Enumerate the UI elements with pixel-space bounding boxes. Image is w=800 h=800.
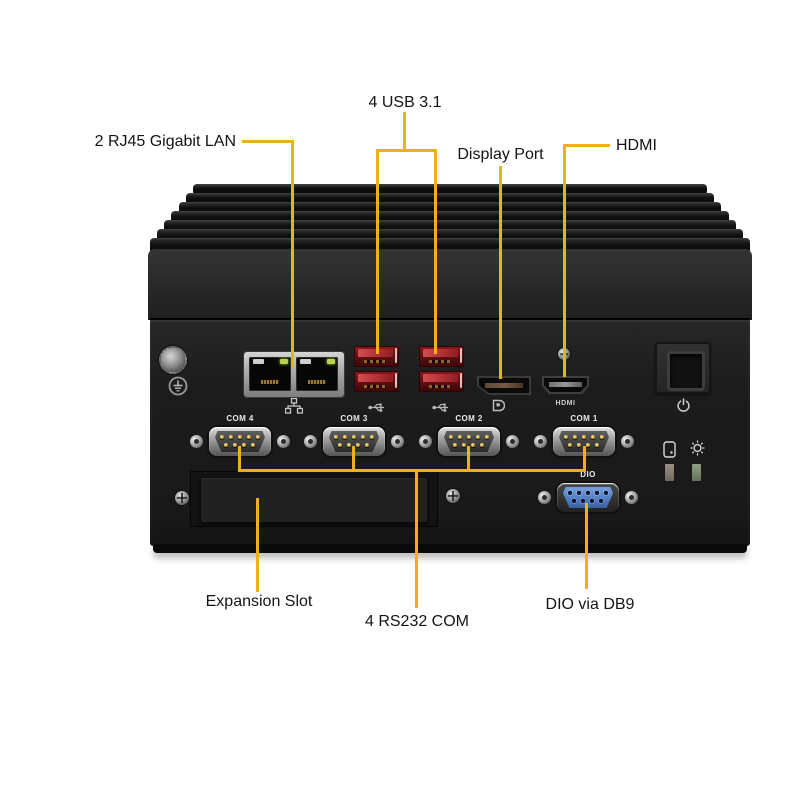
expansion-slot [190, 471, 438, 527]
callout-line-com [415, 469, 418, 608]
usb-port-1 [354, 346, 399, 367]
db9-screw [538, 491, 551, 504]
db9-screw [419, 435, 432, 448]
callout-line-hdmi [563, 144, 610, 147]
callout-line-usb [376, 149, 437, 152]
rj45-tab [253, 359, 264, 364]
callout-line-com [238, 469, 586, 472]
rj45-lan-ports [244, 352, 344, 397]
usb-tongue [423, 374, 458, 382]
db9-pins [220, 435, 260, 447]
rj45-port-2 [296, 357, 338, 391]
com-port-label: COM 1 [570, 414, 598, 423]
usb-tongue [358, 349, 393, 357]
db9-screw [621, 435, 634, 448]
callout-line-dp [499, 166, 502, 379]
rj45-pins [308, 380, 326, 384]
power-icon [676, 398, 691, 418]
hdmi-contacts [549, 382, 582, 387]
usb-highlight [460, 348, 462, 363]
ground-icon [168, 376, 188, 401]
db9-holes [568, 491, 608, 503]
usb-contacts [364, 360, 386, 363]
callout-line-com [238, 446, 241, 472]
usb-highlight [395, 348, 397, 363]
db9-screw [625, 491, 638, 504]
db9-pins [449, 435, 489, 447]
db9-screw [277, 435, 290, 448]
callout-line-expansion [256, 498, 259, 592]
rj45-port-1 [249, 357, 291, 391]
chassis-base [153, 544, 747, 553]
callout-line-lan [291, 140, 294, 368]
db9-screw [391, 435, 404, 448]
usb-icon [368, 400, 387, 418]
db9-screw [534, 435, 547, 448]
usb-port-4 [419, 371, 464, 392]
db9-screw [304, 435, 317, 448]
rj45-led [280, 359, 288, 364]
grounding-screw [159, 346, 187, 374]
com-port-3: COM 3 [294, 414, 414, 460]
db9-screw [190, 435, 203, 448]
usb-port-2 [354, 371, 399, 392]
usb-contacts [429, 385, 451, 388]
callout-line-hdmi [563, 144, 566, 377]
callout-line-com [583, 446, 586, 472]
callout-label-com: 4 RS232 COM [364, 613, 470, 630]
com-port-label: COM 2 [455, 414, 483, 423]
displayport-icon [492, 399, 506, 417]
db9-screw [506, 435, 519, 448]
com-port-label: COM 4 [226, 414, 254, 423]
usb-highlight [460, 373, 462, 388]
usb-contacts [364, 385, 386, 388]
power-led [692, 464, 701, 481]
callout-line-usb [403, 112, 406, 152]
usb-highlight [395, 373, 397, 388]
power-button [655, 342, 711, 394]
db9-pins [334, 435, 374, 447]
com-port-label: COM 3 [340, 414, 368, 423]
dio-port-label: DIO [580, 470, 596, 479]
displayport-contacts [485, 383, 523, 388]
callout-line-usb [376, 149, 379, 354]
rj45-tab [300, 359, 311, 364]
usb-contacts [429, 360, 451, 363]
panel-screw [446, 489, 460, 503]
light-led-icon [688, 439, 707, 463]
db9-pins [564, 435, 604, 447]
callout-line-lan [242, 140, 294, 143]
dio-port: DIO [528, 470, 648, 516]
callout-label-lan: 2 RJ45 Gigabit LAN [94, 133, 236, 150]
storage-led-icon [663, 441, 676, 463]
callout-line-com [352, 446, 355, 472]
power-button-cap [667, 351, 705, 391]
rj45-led [327, 359, 335, 364]
heatsink-fin [193, 184, 707, 195]
usb-tongue [358, 374, 393, 382]
callout-label-dp: Display Port [457, 146, 544, 163]
usb-port-3 [419, 346, 464, 367]
chassis-top-face [148, 249, 752, 320]
usb-tongue [423, 349, 458, 357]
usb-icon [432, 400, 451, 418]
callout-label-expansion: Expansion Slot [205, 593, 313, 610]
callout-line-com [467, 446, 470, 472]
rj45-pins [261, 380, 279, 384]
expansion-slot-cover [200, 477, 428, 523]
callout-label-usb: 4 USB 3.1 [368, 94, 442, 111]
callout-label-hdmi: HDMI [616, 137, 657, 154]
hdmi-port-label: HDMI [555, 400, 576, 407]
panel-screw [175, 491, 189, 505]
storage-led [665, 464, 674, 481]
callout-label-dio: DIO via DB9 [545, 596, 635, 613]
lan-network-icon [284, 397, 304, 419]
callout-line-usb [434, 149, 437, 354]
callout-line-dio [585, 503, 588, 589]
hdmi-port [542, 376, 589, 394]
displayport-port [477, 376, 531, 395]
